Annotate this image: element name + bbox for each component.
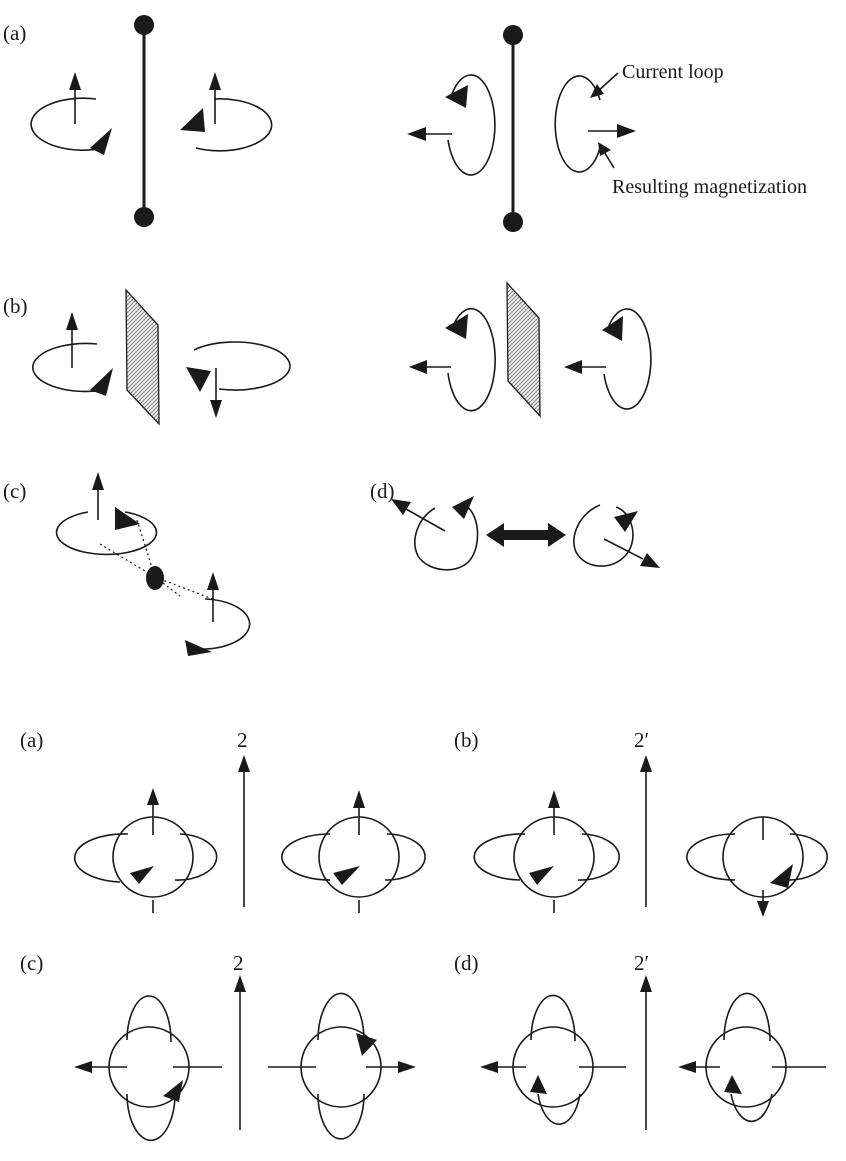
fig2-label-c: (c) (20, 951, 43, 975)
fig2d-twofold-prime-axis (640, 975, 652, 1130)
fig2b-right-atom (686, 816, 828, 917)
fig1b-left-loop-up (32, 312, 113, 396)
fig1c-inversion-center (99, 519, 216, 601)
fig2d-left-atom (480, 994, 626, 1125)
fig1a-right-loop-right (554, 75, 636, 173)
resulting-magnetization-label: Resulting magnetization (612, 176, 807, 198)
fig1d-left-loop (391, 496, 479, 571)
current-loop-label: Current loop (622, 61, 724, 83)
fig1a-right-twofold-axis (503, 25, 523, 232)
fig2a-left-atom (73, 788, 218, 913)
fig1a-left-twofold-axis (134, 15, 154, 227)
fig2c-axis-label: 2 (233, 951, 244, 975)
fig1a-right-loop-up (180, 72, 273, 152)
fig2b-axis-label: 2′ (634, 728, 649, 752)
fig2c-right-atom (268, 992, 416, 1140)
fig1b-right-mirror-plane (506, 281, 541, 418)
fig1a-left-loop-up (30, 72, 112, 155)
fig2d-right-atom (678, 992, 826, 1123)
fig1-label-c: (c) (3, 479, 26, 503)
fig1a-callouts (590, 72, 619, 169)
fig2-label-b: (b) (454, 728, 479, 752)
fig2c-left-atom (74, 995, 222, 1142)
fig2d-axis-label: 2′ (634, 951, 649, 975)
fig1d-time-reversal-arrow (486, 523, 566, 547)
fig1a-left-loop-left (407, 74, 496, 176)
fig1b-left-mirror-plane (125, 288, 160, 426)
fig1-label-b: (b) (3, 294, 28, 318)
fig1d-right-loop (573, 504, 660, 568)
fig2a-axis-label: 2 (237, 728, 248, 752)
fig1b-left-loop-left (409, 307, 496, 412)
fig1b-right-loop-left (564, 308, 652, 410)
fig2b-left-atom (473, 790, 620, 913)
fig2b-twofold-prime-axis (640, 755, 652, 907)
fig1c-upper-loop-up (55, 472, 158, 556)
fig2-label-d: (d) (454, 951, 479, 975)
fig1-label-a: (a) (3, 21, 26, 45)
fig2c-twofold-axis (234, 975, 246, 1130)
fig1b-right-loop-down (186, 341, 291, 418)
fig2a-right-atom (281, 790, 426, 913)
fig2-label-a: (a) (20, 728, 43, 752)
fig2a-twofold-axis (238, 755, 250, 907)
fig1c-lower-loop-up (185, 572, 251, 656)
fig1-label-d: (d) (370, 479, 395, 503)
